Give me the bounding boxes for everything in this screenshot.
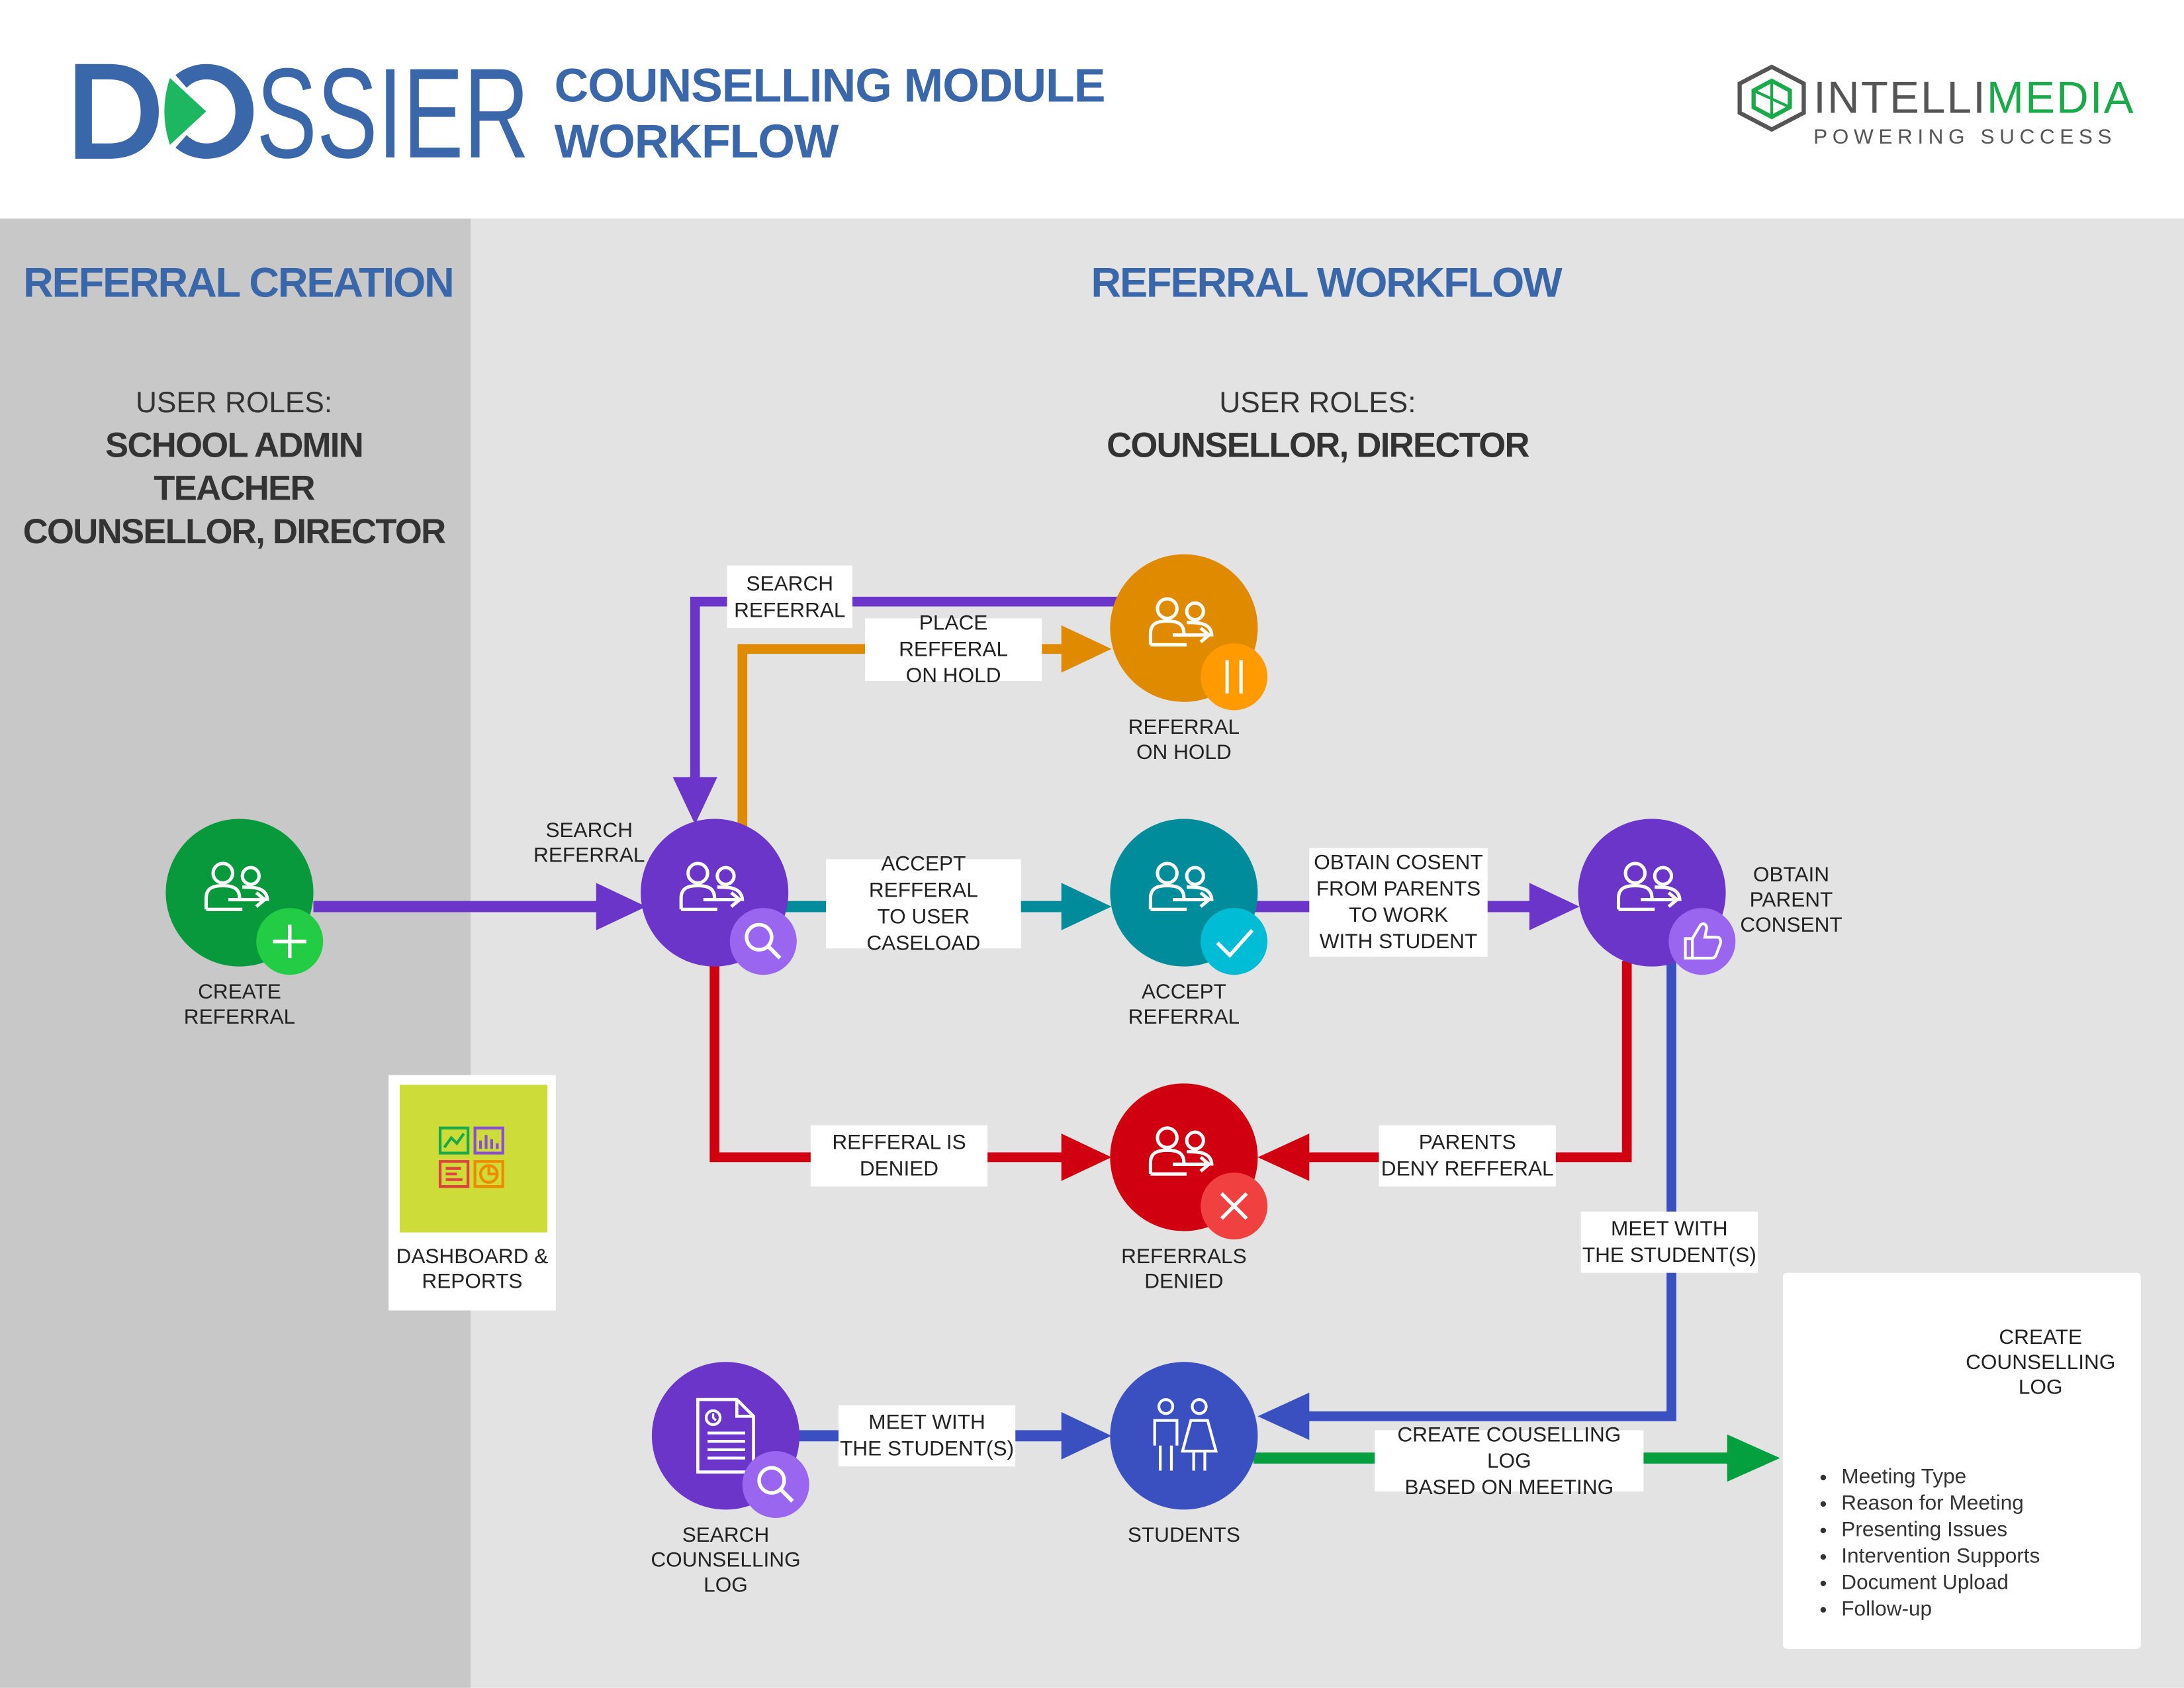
label-parents-deny: PARENTS DENY REFFERAL [1379,1125,1556,1187]
label-search-referral-top: SEARCH REFERRAL [727,565,853,629]
node-referral-on-hold[interactable] [1110,554,1268,711]
dashboard-icon [438,1126,504,1188]
log-field: Meeting Type [1841,1464,2040,1490]
workflow-roles: COUNSELLOR, DIRECTOR [1107,426,1529,465]
label-meet-students-right: MEET WITH THE STUDENT(S) [1580,1211,1758,1273]
node-search-referral[interactable] [641,819,797,975]
referral-creation-title: REFERRAL CREATION [23,260,454,307]
pause-icon [1225,660,1243,694]
thumbs-up-icon [1684,922,1723,960]
edge-meet-students [1257,961,1676,1441]
brand-part2: MEDIA [1986,72,2135,123]
label-search-referral-left: SEARCH REFERRAL [533,819,645,868]
intellimedia-cube-icon [1734,63,1809,132]
caption-create-referral: CREATE REFERRAL [183,980,296,1030]
log-field: Presenting Issues [1841,1517,2040,1543]
node-obtain-consent[interactable] [1578,819,1736,975]
node-search-counselling-log[interactable] [651,1362,809,1519]
log-field: Document Upload [1841,1570,2040,1596]
workflow-roles-heading: USER ROLES: [1219,387,1416,420]
caption-on-hold: REFERRAL ON HOLD [1128,715,1240,765]
node-students[interactable] [1110,1362,1258,1510]
creation-roles: SCHOOL ADMIN TEACHER COUNSELLOR, DIRECTO… [23,426,446,552]
caption-search-log: SEARCH COUNSELLING LOG [651,1523,801,1597]
caption-students: STUDENTS [1127,1523,1240,1548]
brand-part1: INTELLI [1813,72,1987,123]
log-field: Reason for Meeting [1841,1490,2040,1517]
referral-workflow-title: REFERRAL WORKFLOW [1091,260,1563,307]
creation-roles-heading: USER ROLES: [135,387,333,420]
caption-accept: ACCEPT REFERRAL [1128,980,1240,1030]
dashboard-caption: DASHBOARD & REPORTS [396,1245,549,1294]
dashboard-reports-card[interactable]: DASHBOARD & REPORTS [388,1075,556,1311]
label-place-on-hold: PLACE REFFERAL ON HOLD [864,611,1042,688]
close-icon [1220,1192,1248,1220]
node-referrals-denied[interactable] [1110,1083,1268,1240]
page-title: COUNSELLING MODULE WORKFLOW [554,60,1106,169]
caption-denied: REFERRALS DENIED [1121,1245,1247,1294]
label-referral-denied: REFFERAL IS DENIED [810,1125,988,1187]
log-fields-list: Meeting Type Reason for Meeting Presenti… [1819,1464,2040,1622]
check-icon [1216,929,1254,958]
dossier-logo: SSIER [72,42,532,185]
dashboard-tile [400,1085,548,1233]
log-field: Follow-up [1841,1596,2040,1622]
edge-create-to-search [313,883,647,930]
label-meet-students-bottom: MEET WITH THE STUDENT(S) [838,1405,1016,1467]
plus-icon [273,924,307,958]
log-field: Intervention Supports [1841,1543,2040,1570]
edge-search-referral-loop [672,596,1122,824]
brand-tagline: POWERING SUCCESS [1813,125,2117,150]
header [0,0,2184,219]
node-create-referral[interactable] [165,819,324,975]
intellimedia-wordmark: INTELLIMEDIA [1813,72,2135,124]
label-create-log: CREATE COUSELLING LOG BASED ON MEETING [1375,1423,1644,1499]
students-icon [1153,1398,1218,1471]
node-accept-referral[interactable] [1110,819,1268,975]
svg-text:SSIER: SSIER [256,62,529,162]
label-accept-caseload: ACCEPT REFFERAL TO USER CASELOAD [826,852,1021,955]
label-obtain-consent: OBTAIN COSENT FROM PARENTS TO WORK WITH … [1309,848,1488,957]
caption-create-log: CREATE COUNSELLING LOG [1966,1325,2116,1400]
caption-consent: OBTAIN PARENT CONSENT [1740,863,1843,938]
create-log-card: CREATE COUNSELLING LOG Meeting Type Reas… [1782,1272,2141,1649]
